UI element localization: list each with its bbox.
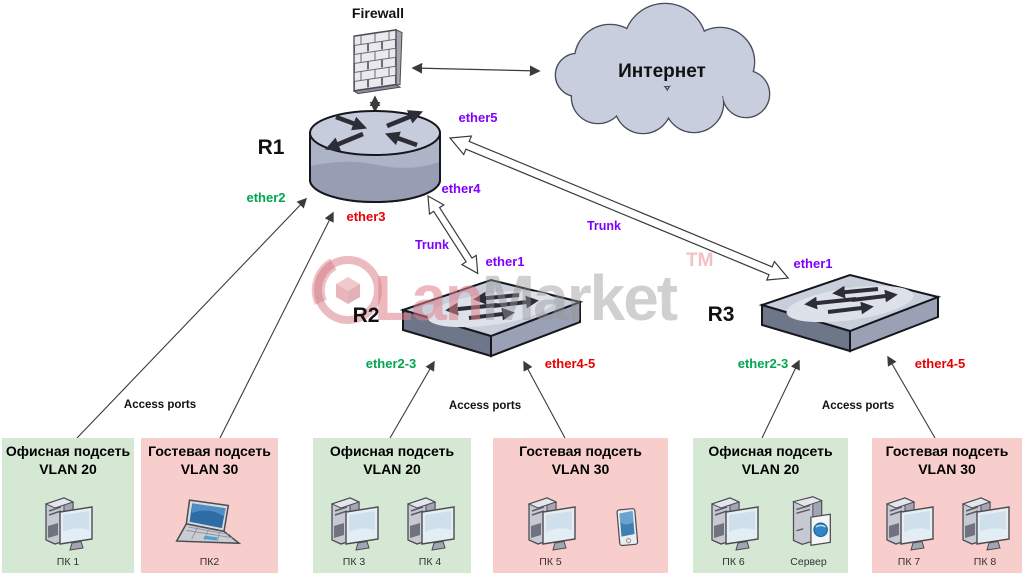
port-label-r3-ether2-3: ether2-3 — [737, 356, 789, 371]
device-row: ПК 1 — [2, 492, 134, 568]
firewall-label: Firewall — [351, 5, 405, 21]
firewall-icon — [352, 28, 403, 95]
pc-icon — [322, 492, 386, 554]
link-subnet2-r1 — [219, 211, 334, 439]
device-label: ПК 6 — [722, 556, 745, 568]
device-pc-4: ПК 4 — [398, 492, 462, 568]
device-label: Сервер — [790, 556, 827, 568]
device-label: ПК2 — [199, 556, 220, 568]
subnet-title: Гостевая подсеть VLAN 30 — [872, 438, 1022, 478]
subnet-title: Гостевая подсеть VLAN 30 — [141, 438, 278, 478]
device-label: ПК 5 — [539, 556, 562, 568]
link-subnet5-r3 — [761, 359, 800, 439]
pc-icon — [519, 492, 583, 554]
port-label-r1-ether4: ether4 — [441, 181, 481, 196]
subnet-title: Офисная подсеть VLAN 20 — [313, 438, 471, 478]
access-links — [76, 197, 936, 439]
device-row: ПК 5 — [493, 492, 668, 568]
access-ports-label-left: Access ports — [123, 399, 197, 411]
subnet-box-guest-3: Гостевая подсеть VLAN 30 ПК 7 ПК 8 — [872, 438, 1022, 573]
device-label: ПК 1 — [56, 556, 80, 568]
device-server: Сервер — [778, 492, 840, 568]
subnet-title-line: Офисная подсеть — [708, 443, 833, 459]
link-subnet4-r2 — [523, 360, 566, 439]
switch-r2-label: R2 — [352, 304, 380, 327]
device-label: ПК 3 — [342, 556, 366, 568]
subnet-vlan: VLAN 30 — [551, 460, 610, 477]
subnet-title: Офисная подсеть VLAN 20 — [693, 438, 848, 478]
trunk-label-r1-r2: Trunk — [414, 238, 450, 252]
port-label-r1-ether5: ether5 — [458, 110, 498, 125]
subnet-title-line: Офисная подсеть — [5, 443, 131, 459]
device-pc-3: ПК 3 — [322, 492, 386, 568]
device-laptop: ПК2 — [172, 498, 248, 568]
link-firewall-internet — [411, 62, 541, 77]
access-ports-label-right: Access ports — [821, 400, 895, 412]
subnet-vlan: VLAN 30 — [180, 460, 239, 477]
firewall-links — [369, 62, 541, 113]
subnet-vlan: VLAN 20 — [741, 460, 800, 477]
device-label: ПК 4 — [418, 556, 442, 568]
port-label-r3-ether4-5: ether4-5 — [914, 356, 966, 371]
link-subnet3-r2 — [389, 360, 435, 439]
trunk-link-r1-r2 — [427, 194, 479, 275]
subnet-box-office-1: Офисная подсеть VLAN 20 ПК 1 — [2, 438, 134, 573]
device-label: ПК 8 — [973, 556, 997, 568]
device-pc-5: ПК 5 — [519, 492, 583, 568]
subnet-title-line: Гостевая подсеть — [885, 443, 1009, 459]
subnet-vlan: VLAN 20 — [363, 460, 421, 477]
internet-label: Интернет — [618, 61, 706, 82]
port-label-r2-ether2-3: ether2-3 — [365, 356, 417, 371]
port-label-r3-ether1: ether1 — [793, 256, 833, 271]
port-label-r2-ether4-5: ether4-5 — [544, 356, 596, 371]
subnet-title-line: Гостевая подсеть — [148, 443, 271, 459]
switch-r3 — [758, 273, 942, 353]
device-pc-7: ПК 7 — [877, 492, 941, 568]
switch-r2 — [399, 278, 584, 358]
subnet-vlan: VLAN 20 — [39, 460, 97, 477]
device-pc-8: ПК 8 — [953, 492, 1017, 568]
device-row: ПК2 — [141, 498, 278, 568]
device-row: ПК 6 Сервер — [693, 492, 848, 568]
port-label-r2-ether1: ether1 — [485, 254, 525, 269]
port-label-r1-ether2: ether2 — [246, 190, 286, 205]
pc-icon — [36, 492, 100, 554]
trunk-link-r1-r3 — [448, 135, 790, 281]
pc-icon — [702, 492, 766, 554]
device-label: ПК 7 — [897, 556, 921, 568]
subnet-title: Офисная подсеть VLAN 20 — [2, 438, 134, 478]
router-r1 — [309, 110, 441, 203]
subnet-box-guest-2: Гостевая подсеть VLAN 30 ПК 5 — [493, 438, 668, 573]
device-row: ПК 3 ПК 4 — [313, 492, 471, 568]
pc-icon — [877, 492, 941, 554]
device-pc-6: ПК 6 — [702, 492, 766, 568]
server-icon — [778, 492, 840, 554]
subnet-box-office-3: Офисная подсеть VLAN 20 ПК 6 Сервер — [693, 438, 848, 573]
subnet-title-line: Гостевая подсеть — [519, 443, 642, 459]
smartphone-icon — [611, 504, 643, 554]
link-subnet6-r3 — [887, 355, 936, 439]
device-row: ПК 7 ПК 8 — [872, 492, 1022, 568]
port-label-r1-ether3: ether3 — [346, 209, 386, 224]
device-pc-1: ПК 1 — [36, 492, 100, 568]
switch-r3-label: R3 — [707, 303, 735, 326]
trunk-label-r1-r3: Trunk — [586, 219, 622, 233]
subnet-title-line: Офисная подсеть — [329, 443, 455, 459]
access-ports-label-middle: Access ports — [448, 400, 522, 412]
subnet-vlan: VLAN 30 — [918, 460, 976, 477]
router-r1-label: R1 — [257, 136, 285, 159]
laptop-icon — [172, 498, 248, 554]
subnet-title: Гостевая подсеть VLAN 30 — [493, 438, 668, 478]
pc-icon — [398, 492, 462, 554]
link-subnet1-r1 — [76, 197, 308, 439]
device-smartphone — [611, 504, 643, 568]
internet-cloud — [554, 2, 771, 135]
subnet-box-guest-1: Гостевая подсеть VLAN 30 ПК2 — [141, 438, 278, 573]
pc-icon — [953, 492, 1017, 554]
subnet-box-office-2: Офисная подсеть VLAN 20 ПК 3 ПК 4 — [313, 438, 471, 573]
